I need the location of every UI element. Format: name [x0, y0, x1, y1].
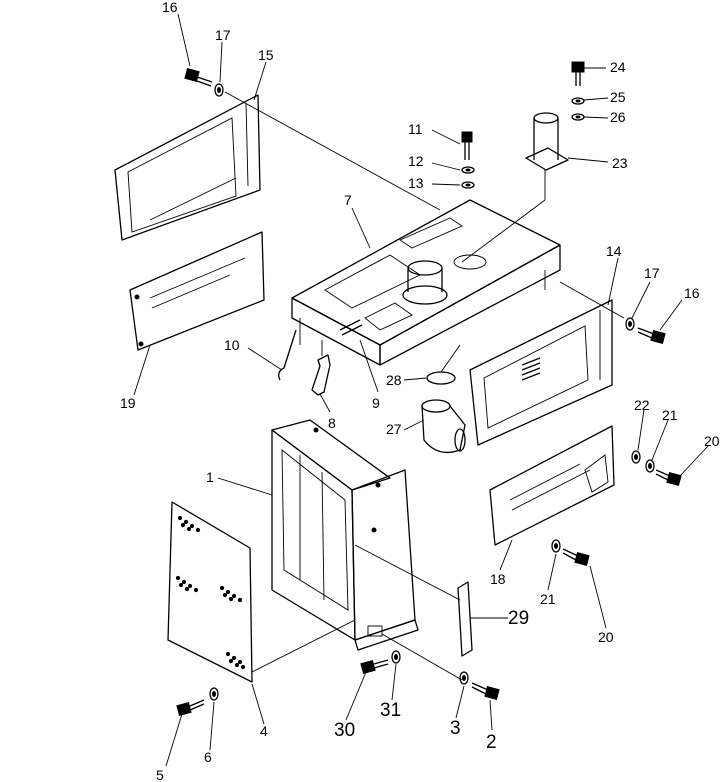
callout-27: 27 [386, 421, 402, 437]
washer-12 [461, 166, 475, 174]
callout-16-upper: 16 [162, 0, 178, 15]
callout-26: 26 [610, 109, 626, 125]
callout-2: 2 [486, 732, 497, 753]
callout-17-right: 17 [644, 265, 660, 281]
elbow-27 [421, 399, 466, 454]
louver-grille [521, 357, 541, 381]
callout-leaders [133, 13, 709, 767]
bolt-11 [461, 131, 473, 160]
side-cover-right [469, 299, 613, 446]
clamp-28 [426, 344, 461, 385]
washer-31 [391, 650, 401, 664]
bolt-20-lower [562, 548, 590, 566]
bolt-2 [471, 682, 500, 700]
callout-22: 22 [634, 397, 650, 413]
callout-18: 18 [490, 571, 506, 587]
inner-panel-left [129, 231, 265, 351]
washer-17-upper [214, 83, 224, 97]
callout-5: 5 [156, 767, 164, 782]
callout-11: 11 [408, 121, 423, 137]
washer-13 [461, 181, 475, 189]
callout-1: 1 [206, 469, 214, 485]
lock-handle-8 [311, 340, 331, 396]
callout-13: 13 [408, 175, 424, 191]
radiator-frame [271, 419, 419, 651]
callout-20-lower: 20 [598, 629, 614, 645]
callout-21-upper: 21 [662, 407, 678, 423]
front-grille [167, 501, 253, 683]
callout-15: 15 [258, 47, 274, 63]
callout-29: 29 [508, 608, 529, 629]
callout-14: 14 [606, 243, 622, 259]
rod-10 [278, 329, 297, 381]
callout-12: 12 [408, 153, 424, 169]
washer-21-upper [645, 459, 655, 473]
washer-25 [571, 97, 585, 105]
callout-31: 31 [380, 700, 401, 721]
washer-6 [209, 687, 219, 701]
bolt-16-right [637, 327, 666, 344]
callout-9: 9 [372, 395, 380, 411]
side-cover-upper-left [114, 94, 261, 241]
inner-panel-right [489, 425, 615, 546]
callout-24: 24 [610, 59, 626, 75]
bracket-29 [354, 544, 473, 657]
callout-numbers: 16 17 15 24 25 26 11 12 13 23 7 14 17 16… [120, 0, 720, 782]
washer-17-right [625, 317, 635, 331]
callout-20-upper: 20 [704, 433, 720, 449]
bolt-24 [571, 61, 585, 86]
stay-9 [339, 319, 363, 336]
callout-28: 28 [386, 372, 402, 388]
washer-3 [459, 671, 469, 685]
bolt-5 [176, 699, 205, 716]
callout-19: 19 [120, 395, 136, 411]
washer-22 [631, 450, 641, 464]
callout-3: 3 [450, 718, 461, 739]
callout-30: 30 [334, 720, 355, 741]
bolt-30 [360, 659, 389, 674]
callout-10: 10 [224, 337, 240, 353]
callout-7: 7 [344, 192, 352, 208]
pre-cleaner [461, 112, 569, 263]
callout-17-upper: 17 [215, 27, 231, 43]
callout-4: 4 [260, 723, 268, 739]
washer-26 [571, 113, 585, 121]
callout-6: 6 [204, 749, 212, 765]
washer-21-lower [551, 539, 561, 553]
bolt-16-upper [184, 68, 213, 87]
bolt-20-upper [655, 469, 682, 486]
top-cover [291, 199, 561, 366]
callout-16-right: 16 [684, 285, 700, 301]
grille-perforations [175, 515, 246, 670]
callout-25: 25 [610, 89, 626, 105]
callout-21-lower: 21 [540, 591, 556, 607]
callout-8: 8 [328, 415, 336, 431]
callout-23: 23 [612, 155, 628, 171]
